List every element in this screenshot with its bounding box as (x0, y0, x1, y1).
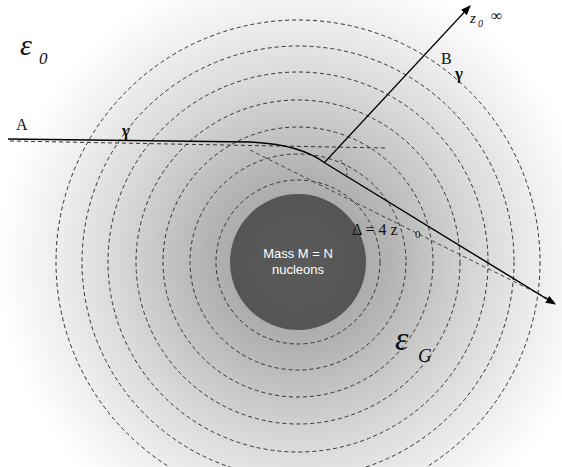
axis-label: z (470, 11, 476, 26)
medium-symbol: ε (20, 30, 32, 60)
point-label: A (16, 117, 28, 133)
medium-symbol: ε (395, 322, 408, 356)
equipotential-circles (56, 20, 540, 467)
subscript: 0 (478, 19, 483, 29)
photon-symbol: γ (455, 65, 463, 82)
photon-symbol: γ (122, 122, 130, 139)
incoming-asymptote (10, 141, 385, 148)
subscript: G (418, 346, 432, 365)
z-axis (324, 6, 470, 163)
subscript: 0 (39, 50, 48, 67)
deflection-arc (340, 160, 347, 178)
infinity-symbol: ∞ (491, 8, 502, 24)
deflection-label: Δ = 4 z (352, 222, 398, 238)
subscript: 0 (415, 229, 421, 240)
mass-sphere: Mass M = N nucleons (230, 194, 366, 330)
point-label: B (441, 51, 452, 67)
mass-label: Mass M = N nucleons (255, 246, 341, 277)
